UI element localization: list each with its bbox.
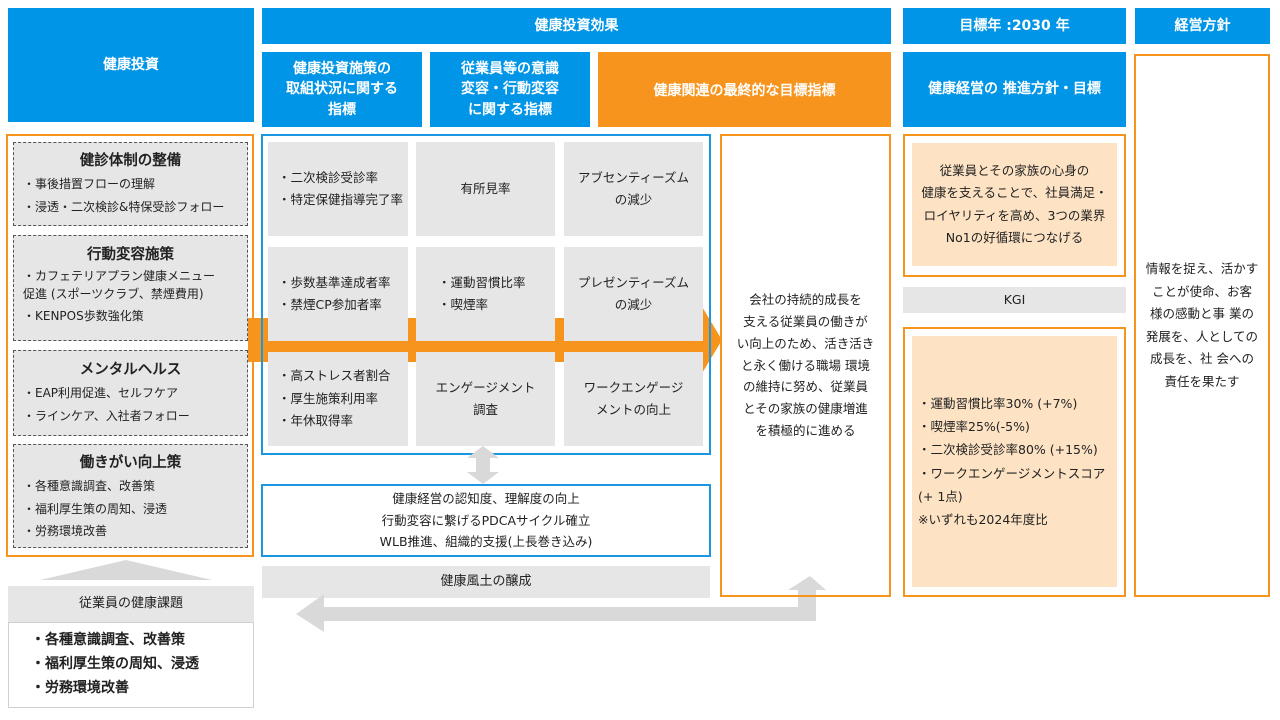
subheader-final-goal-indicators: 健康関連の最終的な目標指標	[598, 52, 891, 127]
indicator-cell: ワークエンゲージメントの向上	[564, 352, 703, 446]
investment-mental: メンタルヘルス ・EAP利用促進、セルフケア ・ラインケア、入社者フォロー	[13, 350, 248, 436]
indicator-cell: アブセンティーズムの減少	[564, 142, 703, 236]
management-box: 情報を捉え、活かすことが使命、お客様の感動と事 業の 発展を、人としての成長を、…	[1134, 54, 1270, 597]
issue-item: ・福利厚生策の周知、浸透	[31, 656, 199, 673]
investment-title: メンタルヘルス	[79, 362, 182, 378]
header-target-year: 目標年 :2030 年	[903, 8, 1126, 44]
investment-item: ・KENPOS歩数強化策	[23, 308, 144, 323]
investment-engagement: 働きがい向上策 ・各種意識調査、改善策 ・福利厚生策の周知、浸透 ・労務環境改善	[13, 444, 248, 548]
indicator-cell: 有所見率	[416, 142, 555, 236]
double-arrow-icon	[467, 446, 499, 484]
investment-item: ・カフェテリアプラン健康メニュー	[23, 268, 216, 283]
investment-title: 健診体制の整備	[79, 153, 182, 169]
investment-item: ・EAP利用促進、セルフケア	[23, 385, 179, 400]
header-management-policy: 経営方針	[1135, 8, 1270, 44]
investment-item: 促進 (スポーツクラブ、禁煙費用)	[23, 287, 204, 302]
subheader-promotion-policy: 健康経営の 推進方針・目標	[903, 52, 1126, 127]
indicator-cell: ・運動習慣比率・喫煙率	[416, 247, 555, 341]
investment-item: ・福利厚生策の周知、浸透	[23, 501, 168, 516]
policy-box	[903, 134, 1126, 277]
culture-label: 健康風土の醸成	[262, 566, 710, 598]
up-arrow	[40, 560, 212, 580]
investment-item: ・ラインケア、入社者フォロー	[23, 408, 190, 423]
policy-text: 従業員とその家族の心身の健康を支えることで、社員満足・ロイヤリティを高め、3つの…	[912, 143, 1117, 266]
investment-item: ・事後措置フローの理解	[23, 176, 156, 191]
final-goal-box: 会社の持続的成長を支える従業員の働きがい向上のため、活き活き と永く働ける職場 …	[720, 134, 891, 597]
header-kenko-toshi-koka: 健康投資効果	[262, 8, 891, 44]
issue-item: ・各種意識調査、改善策	[31, 632, 185, 649]
kgi-box	[903, 327, 1126, 597]
header-kenko-toshi: 健康投資	[8, 8, 254, 122]
issues-box: ・各種意識調査、改善策 ・福利厚生策の周知、浸透 ・労務環境改善	[8, 622, 254, 708]
investment-title: 働きがい向上策	[79, 455, 182, 471]
indicator-cell: エンゲージメント調査	[416, 352, 555, 446]
investment-kenshin: 健診体制の整備 ・事後措置フローの理解 ・浸透・二次検診&特保受診フォロー	[13, 142, 248, 226]
investment-behavior: 行動変容施策 ・カフェテリアプラン健康メニュー 促進 (スポーツクラブ、禁煙費用…	[13, 235, 248, 341]
investment-item: ・各種意識調査、改善策	[23, 478, 156, 493]
investment-item: ・浸透・二次検診&特保受診フォロー	[23, 199, 225, 214]
subheader-behavior-indicators: 従業員等の意識変容・行動変容に関する指標	[430, 52, 590, 127]
indicator-cell: ・二次検診受診率・特定保健指導完了率	[268, 142, 408, 236]
subheader-initiative-indicators: 健康投資施策の取組状況に関する指標	[262, 52, 422, 127]
indicator-cell: ・高ストレス者割合・厚生施策利用率・年休取得率	[268, 352, 408, 446]
issue-item: ・労務環境改善	[31, 679, 129, 696]
kgi-label: KGI	[903, 287, 1126, 313]
investment-title: 行動変容施策	[87, 247, 174, 263]
indicator-cell: プレゼンティーズムの減少	[564, 247, 703, 341]
indicator-cell: ・歩数基準達成者率・禁煙CP参加者率	[268, 247, 408, 341]
kgi-list: ・運動習慣比率30% (+7%)・喫煙率25%(-5%)・二次検診受診率80% …	[912, 336, 1117, 587]
return-arrow	[296, 576, 826, 632]
issues-title: 従業員の健康課題	[8, 586, 254, 622]
investment-item: ・労務環境改善	[23, 524, 108, 539]
